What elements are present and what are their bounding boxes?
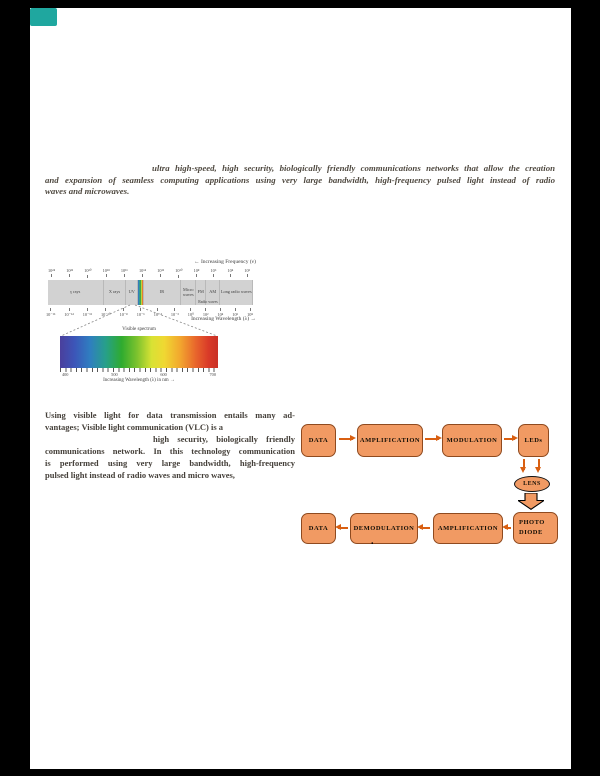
nm-axis-caption: Increasing Wavelength (λ) in nm → [103, 378, 175, 383]
block-data-rx: DATA [301, 513, 336, 544]
arrow-right-icon [504, 435, 518, 442]
frequency-axis-label: ← Increasing Frequency (ν) [194, 259, 256, 265]
body-line: communications network. In this technolo… [45, 445, 295, 456]
block-leds: LEDs [518, 424, 549, 457]
viewer-badge[interactable] [30, 8, 57, 26]
wavelength-axis-label: Increasing Wavelength (λ) → [191, 316, 256, 322]
nm-tick: 500 [111, 372, 118, 377]
frequency-tick: 10² [244, 268, 250, 278]
nm-tick-labels: 400 500 600 700 [60, 372, 218, 377]
spectrum-band: γ rays X rays UV IR Micro waves FM AM Lo… [48, 280, 253, 305]
frequency-tick: 10²² [66, 268, 73, 278]
band-fm: FM [196, 280, 207, 305]
block-arrow-down-icon [518, 493, 544, 510]
frequency-tick: 10¹⁸ [103, 268, 110, 278]
nm-tick: 600 [160, 372, 167, 377]
band-microwaves: Micro waves [181, 280, 197, 305]
body-line: Using visible light for data transmissio… [45, 410, 295, 420]
arrow-left-icon [502, 524, 511, 531]
wavelength-tick: 10⁸ [247, 308, 253, 318]
block-amplification-tx: AMPLIFICATION [357, 424, 423, 457]
body-line: high security, biologically friendly [153, 433, 295, 444]
band-ir: IR [144, 280, 182, 305]
wavelength-tick: 10⁻⁶ [137, 308, 145, 318]
block-amplification-rx: AMPLIFICATION [433, 513, 503, 544]
wavelength-tick: 10⁻¹⁰ [101, 308, 111, 318]
band-long-radio: Long radio waves [220, 280, 253, 305]
block-lens: LENS [514, 476, 550, 492]
block-photo-diode: PHOTO DIODE [513, 512, 558, 544]
band-x-rays: X rays [104, 280, 127, 305]
radio-waves-sublabel: Radio waves [198, 300, 218, 304]
arrow-left-icon [417, 524, 430, 531]
wavelength-tick: 10⁻¹² [83, 308, 92, 318]
frequency-tick: 10¹² [157, 268, 164, 278]
frequency-tick: 10⁸ [194, 268, 200, 278]
arrow-right-icon [425, 435, 442, 442]
block-data-tx: DATA [301, 424, 336, 457]
band-am: AM [206, 280, 221, 305]
wavelength-tick: 10⁶ [232, 308, 238, 318]
band-gamma-rays: γ rays [48, 280, 104, 305]
wavelength-tick: 10⁻² [171, 308, 179, 318]
wavelength-tick: 10⁻¹⁴ [64, 308, 73, 318]
stray-period: . [371, 536, 374, 547]
arrow-down-icon [535, 459, 542, 473]
frequency-tick: 10⁴ [227, 268, 233, 278]
frequency-tick: 10²⁰ [84, 268, 91, 278]
arrow-down-icon [520, 459, 527, 473]
nm-tick: 700 [209, 372, 216, 377]
visible-spectrum-label: Visible spectrum [122, 327, 156, 332]
document-page: ultra high-speed, high security, biologi… [30, 8, 571, 769]
body-line: pulsed light instead of radio waves and … [45, 469, 235, 480]
nm-tick-marks [60, 368, 218, 372]
abstract-line: waves and microwaves. [45, 186, 130, 196]
visible-light-strip [138, 280, 144, 305]
frequency-tick-labels: 10²⁴ 10²² 10²⁰ 10¹⁸ 10¹⁶ 10¹⁴ 10¹² 10¹⁰ 10⁸ 10⁶ 10… [48, 268, 250, 278]
wavelength-tick: 10⁻⁴ [154, 308, 162, 318]
frequency-tick: 10¹⁰ [175, 268, 182, 278]
visible-spectrum-gradient [60, 336, 218, 368]
frequency-tick: 10¹⁴ [139, 268, 146, 278]
arrow-right-icon [339, 435, 356, 442]
block-modulation: MODULATION [442, 424, 502, 457]
frequency-tick: 10²⁴ [48, 268, 55, 278]
abstract-line: ultra high-speed, high security, biologi… [152, 163, 555, 173]
wavelength-tick: 10⁻¹⁶ [46, 308, 55, 318]
body-line: is performed using very large bandwidth,… [45, 457, 295, 468]
frequency-tick: 10¹⁶ [121, 268, 128, 278]
arrow-left-icon [335, 524, 348, 531]
frequency-tick: 10⁶ [211, 268, 217, 278]
body-line: vantages; Visible light communication (V… [45, 421, 224, 432]
band-uv: UV [126, 280, 138, 305]
wavelength-tick: 10⁴ [217, 308, 223, 318]
nm-tick: 400 [62, 372, 69, 377]
abstract-line: and expansion of seamless computing appl… [45, 174, 555, 185]
wavelength-tick: 10⁻⁸ [120, 308, 128, 318]
body-paragraph: Using visible light for data transmissio… [45, 410, 295, 481]
block-demodulation: DEMODULATION [350, 513, 418, 544]
abstract-paragraph: ultra high-speed, high security, biologi… [45, 163, 555, 198]
